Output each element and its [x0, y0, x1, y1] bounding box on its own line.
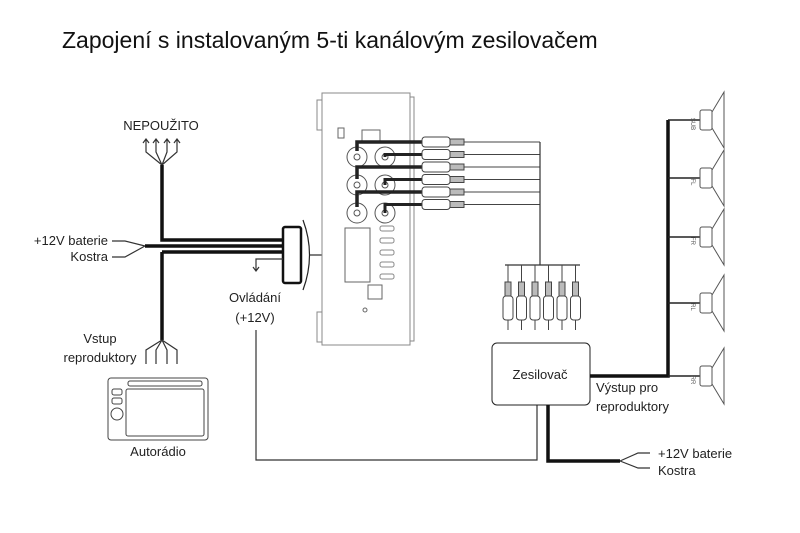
unused-wires-fan	[142, 138, 181, 166]
unused-wire	[160, 165, 283, 242]
speaker-fl: FL	[668, 148, 725, 208]
ground-right-label: Kostra	[658, 463, 696, 478]
rca-bus	[505, 142, 580, 266]
head-unit-icon	[107, 377, 209, 441]
harness-connector	[281, 225, 303, 285]
battery-left-label: +12V baterie	[34, 233, 108, 248]
speaker-input-fan	[145, 339, 178, 364]
dsp-device	[316, 92, 415, 346]
control-label-2: (+12V)	[235, 310, 274, 325]
battery-right-label: +12V baterie	[658, 446, 732, 461]
connector-bracket	[302, 219, 311, 291]
rca-plug	[556, 265, 568, 330]
remote-wire	[255, 330, 538, 461]
rca-cable	[355, 186, 540, 207]
power-right-fan	[619, 452, 650, 469]
rca-output-cables	[355, 136, 540, 213]
rca-cable	[355, 161, 540, 179]
control-label-1: Ovládání	[229, 290, 281, 305]
rca-cable	[383, 149, 540, 160]
rca-plug	[543, 265, 554, 330]
speaker-output-wire	[590, 120, 670, 378]
output-label-1: Výstup pro	[596, 380, 658, 395]
speaker-label: FR	[689, 237, 695, 246]
power-right-wire	[546, 405, 620, 463]
unused-label: NEPOUŽITO	[123, 118, 199, 133]
speaker-label: RL	[689, 303, 695, 311]
diagram-title: Zapojení s instalovaným 5-ti kanálovým z…	[62, 27, 598, 53]
speaker-label: SUB	[689, 118, 695, 130]
amplifier-label: Zesilovač	[513, 367, 568, 382]
rca-plug	[529, 265, 541, 330]
speaker-input-wire	[160, 250, 283, 340]
speakers: SUB FL FR RL RR	[668, 90, 725, 406]
speaker-fr: FR	[668, 207, 725, 267]
speaker-label: FL	[689, 178, 695, 186]
power-left-fan	[112, 240, 147, 258]
speaker-input-label-1: Vstup	[83, 331, 116, 346]
head-unit-label: Autorádio	[130, 444, 186, 459]
speaker-label: RR	[689, 376, 695, 385]
amplifier-box	[491, 342, 591, 406]
rca-cable	[383, 174, 540, 185]
rca-cable	[355, 136, 540, 151]
speaker-rr: RR	[668, 346, 725, 406]
output-label-2: reproduktory	[596, 399, 669, 414]
speaker-sub: SUB	[668, 90, 725, 150]
ground-left-label: Kostra	[70, 249, 108, 264]
speaker-input-label-2: reproduktory	[64, 350, 137, 365]
rca-plug	[516, 265, 527, 330]
control-wire	[252, 258, 283, 272]
rca-input-plugs	[502, 265, 581, 330]
rca-plug	[502, 265, 514, 330]
rca-plug	[570, 265, 581, 330]
rca-cable	[383, 199, 540, 213]
speaker-rl: RL	[668, 273, 725, 333]
